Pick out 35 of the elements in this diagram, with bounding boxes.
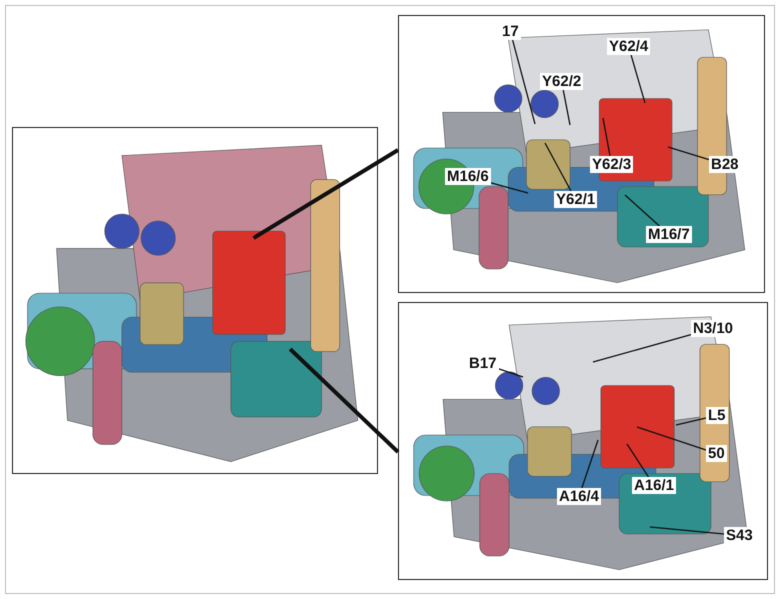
- picture-frame: [12, 127, 378, 474]
- leader-line: [624, 194, 660, 226]
- callout-label: Y62/4: [607, 38, 650, 55]
- callout-label: A16/1: [632, 477, 676, 494]
- callout-label: B17: [467, 355, 499, 372]
- leader-line: [650, 526, 724, 535]
- leader-line: [512, 40, 536, 124]
- leader-line: [668, 146, 710, 160]
- callout-label: M16/7: [646, 226, 692, 243]
- zoom-line: [288, 348, 400, 454]
- callout-label: Y62/1: [554, 191, 598, 208]
- picture-frame: [398, 15, 765, 293]
- leader-line: [592, 334, 692, 363]
- leader-line: [626, 444, 650, 478]
- leader-line: [676, 417, 706, 426]
- zoom-line: [252, 148, 400, 240]
- callout-label: A16/4: [557, 488, 602, 505]
- leader-line: [544, 142, 572, 192]
- callout-label: M16/6: [445, 168, 491, 185]
- leader-line: [498, 368, 524, 378]
- callout-label: S43: [724, 527, 755, 544]
- callout-label: Y62/3: [590, 156, 634, 173]
- leader-line: [630, 54, 646, 104]
- leader-line: [636, 426, 706, 451]
- leader-line: [581, 440, 599, 488]
- leader-line: [490, 182, 528, 194]
- callout-label: 17: [500, 23, 521, 40]
- callout-label: 50: [706, 445, 727, 462]
- picture-frame: [398, 302, 768, 580]
- leader-line: [562, 90, 571, 126]
- leader-line: [602, 118, 611, 156]
- callout-label: Y62/2: [540, 73, 584, 90]
- callout-label: L5: [706, 407, 728, 424]
- callout-label: N3/10: [691, 320, 736, 337]
- callout-label: B28: [709, 156, 741, 173]
